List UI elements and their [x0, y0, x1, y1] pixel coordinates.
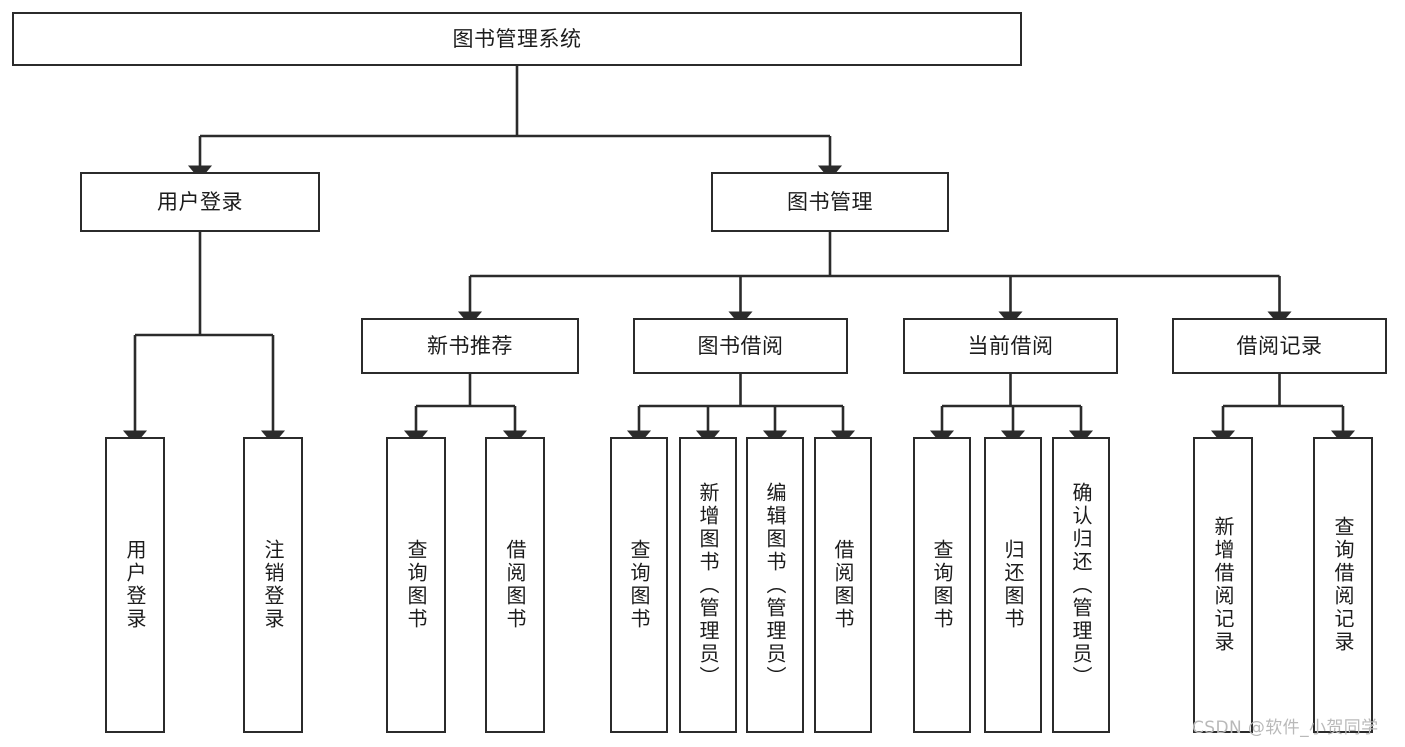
node-label: 借阅图书 — [831, 539, 855, 631]
node-leaf-cur-return[interactable]: 归还图书 — [984, 437, 1042, 733]
node-leaf-borrow-query[interactable]: 查询图书 — [610, 437, 668, 733]
node-leaf-user-login[interactable]: 用户登录 — [105, 437, 165, 733]
node-root[interactable]: 图书管理系统 — [12, 12, 1022, 66]
node-user-login[interactable]: 用户登录 — [80, 172, 320, 232]
node-label: 用户登录 — [157, 189, 243, 214]
edge-group — [122, 66, 1356, 445]
node-label: 图书管理系统 — [452, 26, 582, 51]
node-label: 借阅图书 — [503, 539, 527, 631]
node-label: 图书借阅 — [697, 333, 784, 358]
node-book-borrow[interactable]: 图书借阅 — [633, 318, 848, 374]
node-current-borrow[interactable]: 当前借阅 — [903, 318, 1118, 374]
node-label: 新增图书（管理员） — [696, 481, 720, 689]
node-leaf-borrow-add[interactable]: 新增图书（管理员） — [679, 437, 737, 733]
node-label: 新增借阅记录 — [1211, 516, 1235, 654]
node-label: 借阅记录 — [1236, 333, 1323, 358]
node-new-book-rec[interactable]: 新书推荐 — [361, 318, 579, 374]
node-leaf-borrow-do[interactable]: 借阅图书 — [814, 437, 872, 733]
node-label: 用户登录 — [123, 539, 147, 631]
node-label: 注销登录 — [261, 539, 285, 631]
node-label: 查询图书 — [627, 539, 651, 631]
node-leaf-cur-confirm[interactable]: 确认归还（管理员） — [1052, 437, 1110, 733]
node-book-manage[interactable]: 图书管理 — [711, 172, 949, 232]
node-leaf-user-logout[interactable]: 注销登录 — [243, 437, 303, 733]
node-label: 编辑图书（管理员） — [763, 481, 787, 689]
node-leaf-rec-add[interactable]: 新增借阅记录 — [1193, 437, 1253, 733]
node-label: 查询图书 — [930, 539, 954, 631]
node-leaf-rec-query[interactable]: 查询图书 — [386, 437, 446, 733]
node-leaf-rec-search[interactable]: 查询借阅记录 — [1313, 437, 1373, 733]
node-label: 归还图书 — [1001, 539, 1025, 631]
node-leaf-rec-borrow[interactable]: 借阅图书 — [485, 437, 545, 733]
node-label: 新书推荐 — [427, 333, 513, 358]
node-label: 查询图书 — [404, 539, 428, 631]
node-label: 确认归还（管理员） — [1069, 481, 1093, 689]
node-label: 查询借阅记录 — [1331, 516, 1355, 654]
node-borrow-record[interactable]: 借阅记录 — [1172, 318, 1387, 374]
node-leaf-cur-query[interactable]: 查询图书 — [913, 437, 971, 733]
node-label: 图书管理 — [787, 189, 873, 214]
node-label: 当前借阅 — [967, 333, 1054, 358]
node-leaf-borrow-edit[interactable]: 编辑图书（管理员） — [746, 437, 804, 733]
